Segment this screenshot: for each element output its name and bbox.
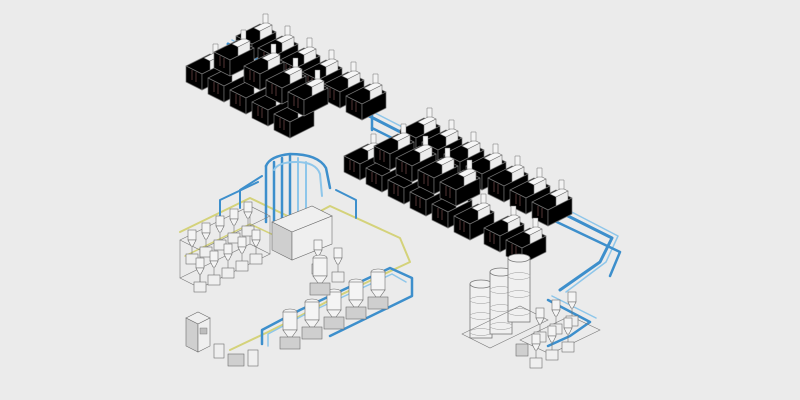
hopper-loader (529, 333, 543, 369)
hopper-loader (193, 257, 207, 293)
control-cabinet (185, 311, 211, 353)
hopper-loader (249, 229, 263, 265)
storage-silos (461, 253, 549, 349)
dryer-unit (345, 278, 367, 320)
dryer-unit (309, 254, 331, 296)
dryer-unit (279, 308, 301, 350)
silo (489, 267, 513, 335)
silo (507, 253, 531, 323)
hopper-loader (221, 243, 235, 279)
dryer-unit (367, 268, 389, 310)
lower-dryer-row (260, 254, 414, 350)
hopper-loader (235, 236, 249, 272)
silo-conveying-station (515, 291, 601, 369)
silo (469, 279, 493, 339)
dryer-unit (301, 298, 323, 340)
hopper-loader (207, 250, 221, 286)
small-auxiliary-units (213, 343, 259, 367)
hopper-loader (331, 247, 345, 283)
